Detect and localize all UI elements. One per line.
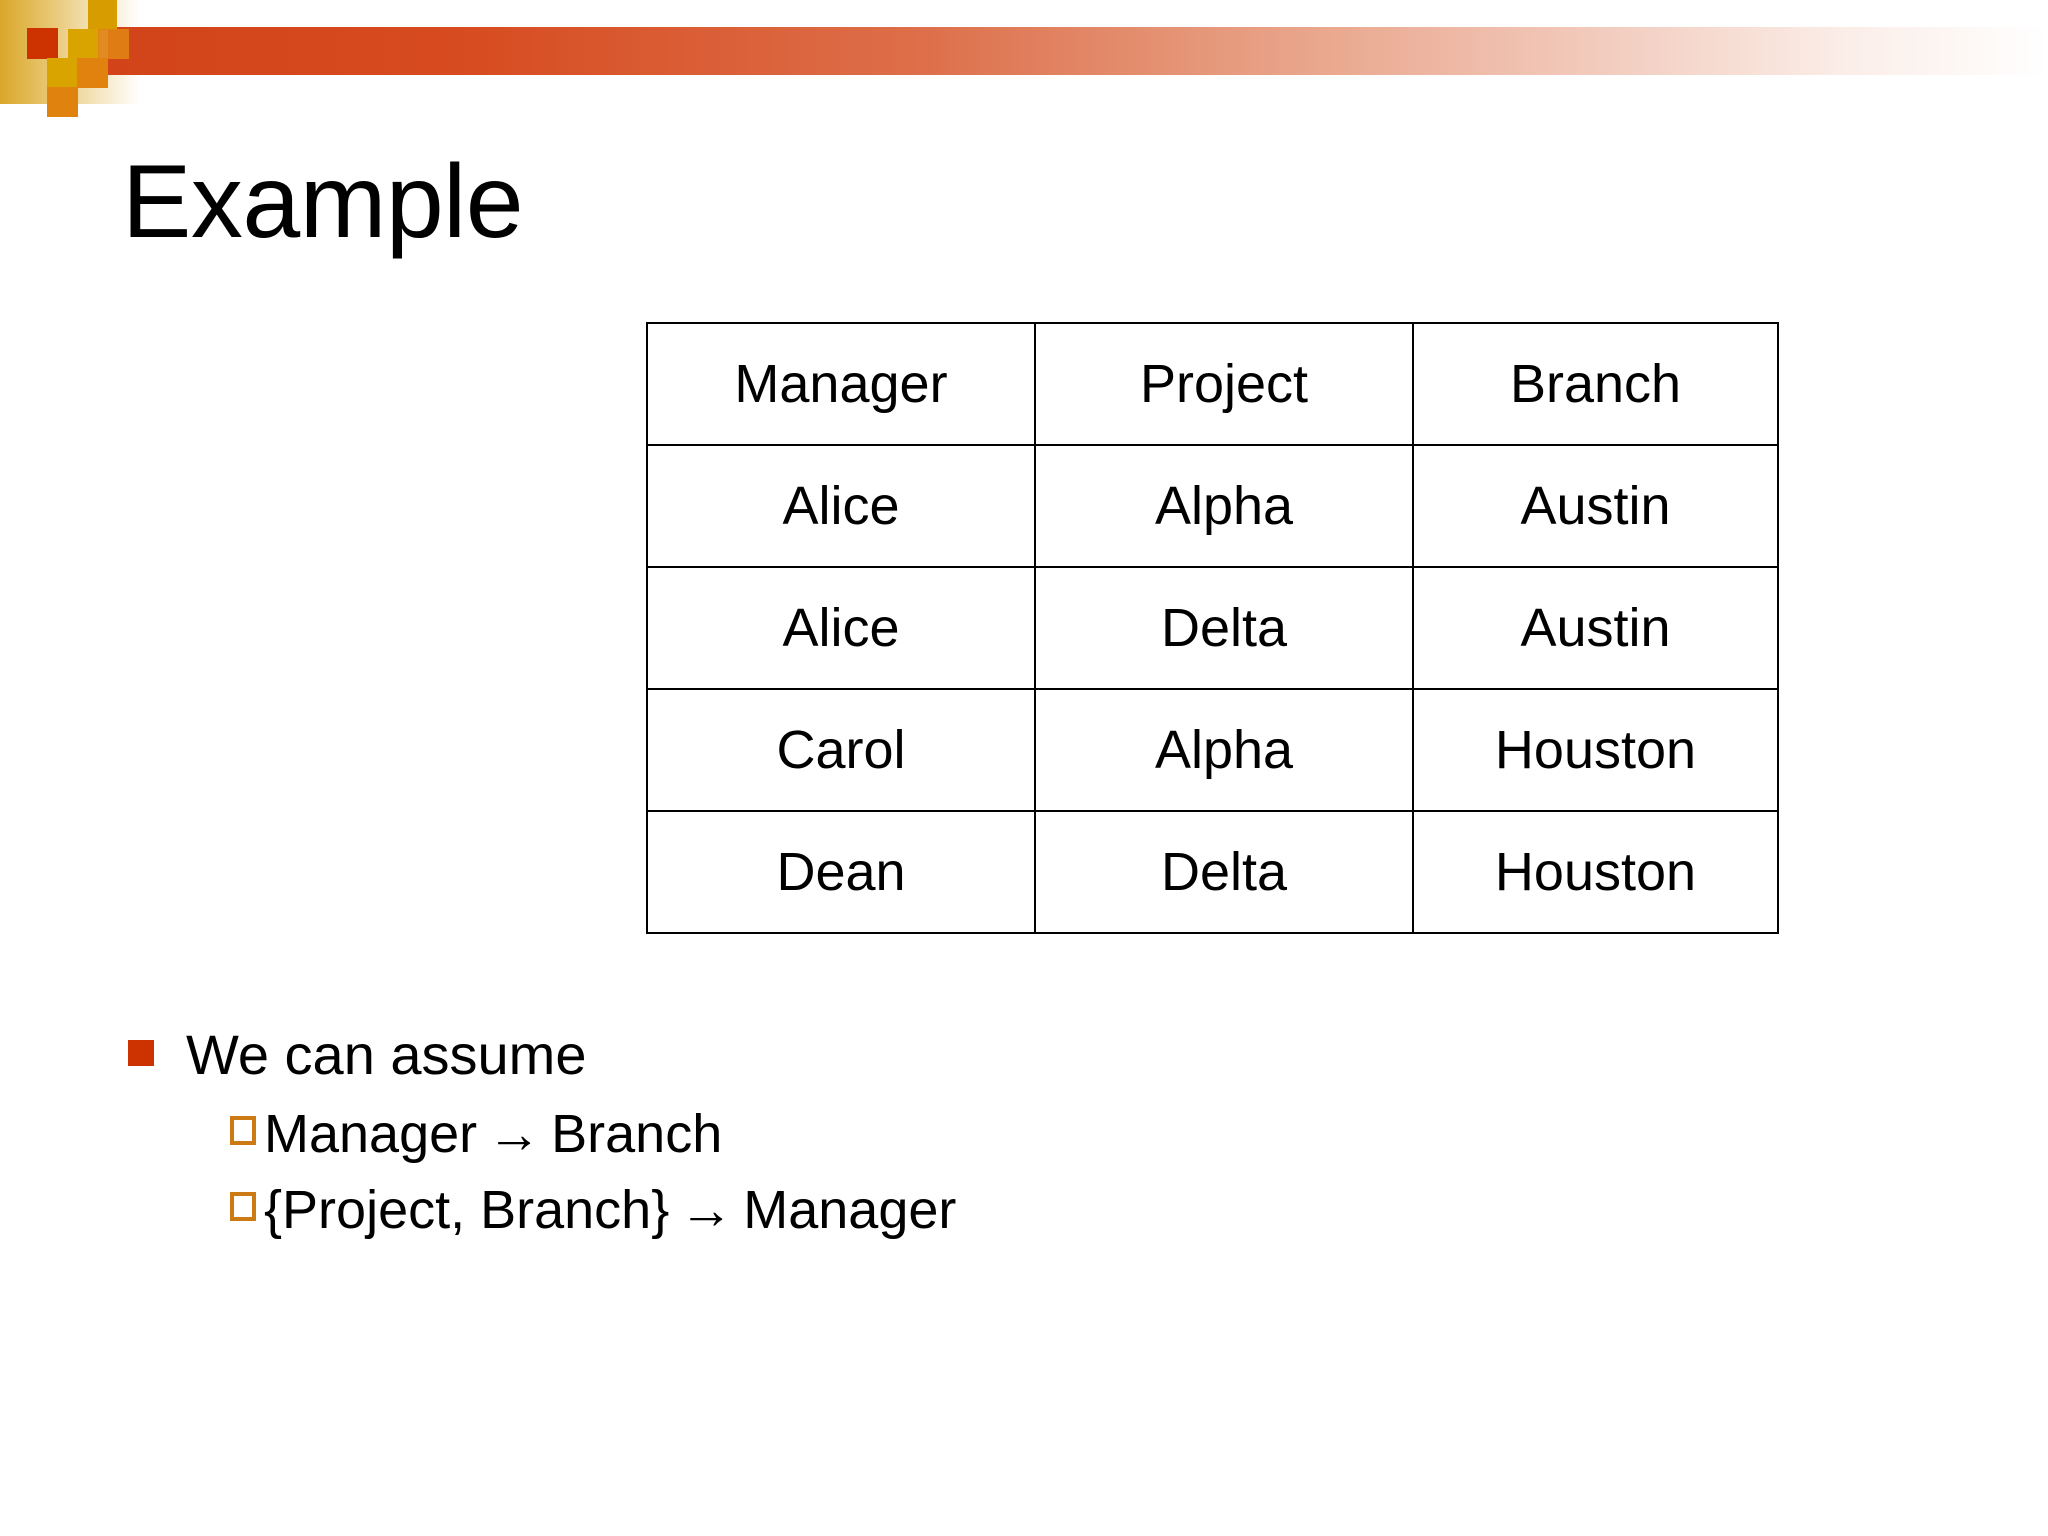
cell-manager: Alice bbox=[646, 566, 1036, 690]
hollow-square-bullet-icon bbox=[230, 1115, 256, 1145]
orange-gradient-bar bbox=[108, 27, 2048, 75]
cell-manager: Alice bbox=[646, 444, 1036, 568]
relation-table: Manager Project Branch Alice Alpha Austi… bbox=[646, 322, 1779, 934]
fd-right-manager: Manager bbox=[743, 1180, 957, 1240]
gold-square-low bbox=[47, 58, 78, 88]
table-row: Alice Delta Austin bbox=[646, 566, 1779, 690]
gold-square-top bbox=[88, 0, 117, 30]
column-header-project: Project bbox=[1034, 322, 1414, 446]
fd-left-project-branch: {Project, Branch} bbox=[264, 1180, 670, 1240]
cell-branch: Houston bbox=[1412, 688, 1779, 812]
slide-header-decoration bbox=[0, 0, 2048, 130]
hollow-square-bullet-icon bbox=[230, 1191, 256, 1221]
red-square-accent bbox=[27, 28, 58, 59]
orange-square-mid bbox=[98, 29, 129, 59]
cell-branch: Austin bbox=[1412, 444, 1779, 568]
arrow-right-icon: → bbox=[487, 1104, 542, 1164]
cell-project: Delta bbox=[1034, 810, 1414, 934]
column-header-branch: Branch bbox=[1412, 322, 1779, 446]
gold-square-mid bbox=[68, 29, 99, 59]
cell-project: Alpha bbox=[1034, 688, 1414, 812]
bullet-item-level1: We can assume bbox=[128, 1022, 1828, 1087]
bullet-item-manager-branch: Manager → Branch bbox=[230, 1103, 1828, 1165]
cell-manager: Carol bbox=[646, 688, 1036, 812]
fd-left-manager: Manager bbox=[264, 1104, 478, 1164]
bullet-list: We can assume Manager → Branch {Project,… bbox=[128, 1022, 1828, 1255]
cell-branch: Austin bbox=[1412, 566, 1779, 690]
column-header-manager: Manager bbox=[646, 322, 1036, 446]
table-row: Dean Delta Houston bbox=[646, 810, 1779, 934]
table-row: Carol Alpha Houston bbox=[646, 688, 1779, 812]
bullet-level1-label: We can assume bbox=[186, 1023, 587, 1086]
orange-square-bottom bbox=[47, 87, 78, 117]
slide-title: Example bbox=[122, 144, 524, 260]
arrow-right-icon: → bbox=[679, 1180, 734, 1240]
table-row: Alice Alpha Austin bbox=[646, 444, 1779, 568]
orange-square-low bbox=[77, 58, 108, 88]
table-header-row: Manager Project Branch bbox=[646, 322, 1779, 446]
cell-branch: Houston bbox=[1412, 810, 1779, 934]
cell-project: Alpha bbox=[1034, 444, 1414, 568]
fd-right-branch: Branch bbox=[551, 1104, 723, 1164]
bullet-item-projectbranch-manager: {Project, Branch} → Manager bbox=[230, 1179, 1828, 1241]
cell-project: Delta bbox=[1034, 566, 1414, 690]
square-bullet-icon bbox=[128, 1039, 154, 1066]
cell-manager: Dean bbox=[646, 810, 1036, 934]
